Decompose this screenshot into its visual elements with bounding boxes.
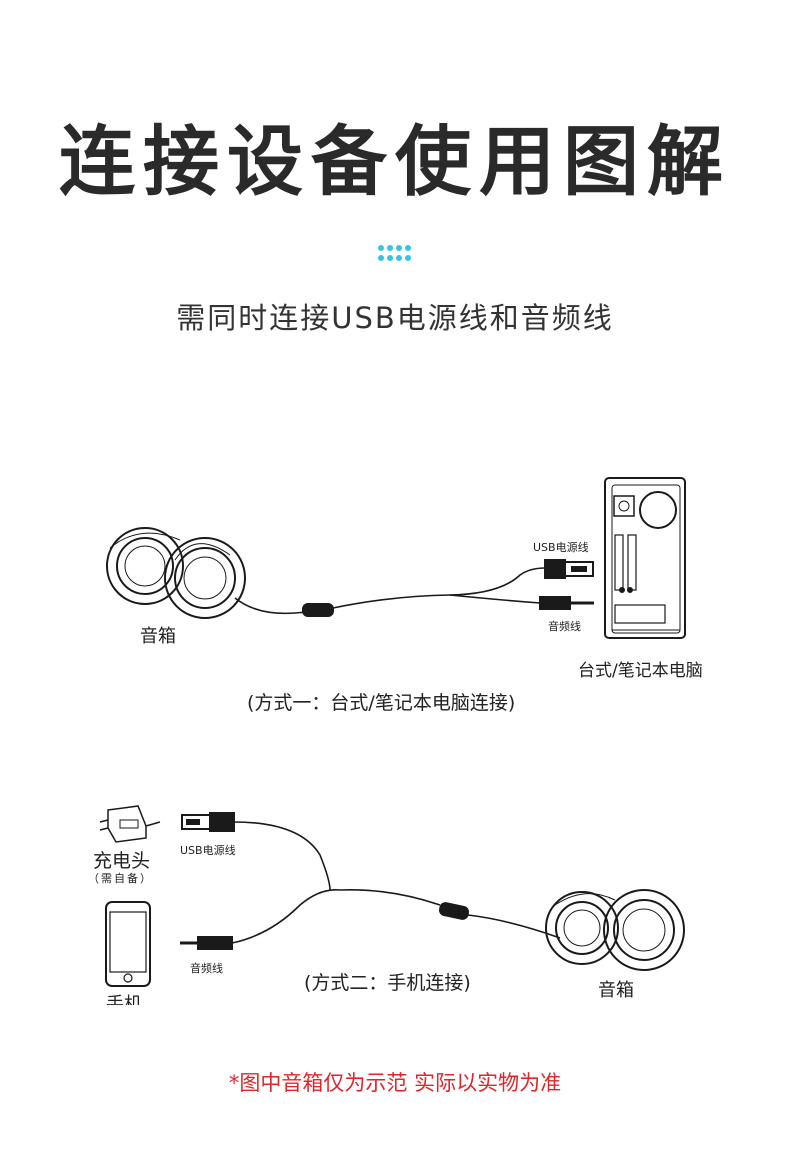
method2-caption: (方式二：手机连接) bbox=[304, 972, 471, 994]
audio-cable-label-1: 音频线 bbox=[548, 620, 581, 633]
method1-caption: (方式一：台式/笔记本电脑连接) bbox=[247, 692, 516, 714]
charger-icon bbox=[99, 805, 161, 843]
phone-icon bbox=[105, 901, 151, 987]
phone-label: 手机 bbox=[106, 994, 142, 1005]
charger-label: 充电头 bbox=[93, 850, 151, 872]
audio-plug-1 bbox=[539, 596, 571, 610]
speaker-label-1: 音箱 bbox=[140, 626, 176, 647]
charger-note: （需自备） bbox=[88, 872, 153, 885]
speaker-illustration-2 bbox=[545, 889, 685, 971]
speaker-illustration-1 bbox=[106, 527, 246, 619]
audio-cable-label-2: 音频线 bbox=[190, 962, 223, 975]
usb-cable-label-2: USB电源线 bbox=[180, 844, 236, 857]
disclaimer-note: *图中音箱仅为示范 实际以实物为准 bbox=[228, 1071, 562, 1095]
page-subtitle: 需同时连接USB电源线和音频线 bbox=[176, 301, 614, 335]
speaker-label-2: 音箱 bbox=[598, 980, 634, 1001]
inline-controller-2 bbox=[438, 902, 470, 920]
audio-plug-2 bbox=[197, 936, 233, 950]
decorative-dots bbox=[378, 245, 411, 261]
page-title: 连接设备使用图解 bbox=[59, 117, 731, 206]
computer-tower-icon bbox=[604, 477, 686, 639]
usb-plug-1 bbox=[544, 559, 566, 579]
usb-cable-label-1: USB电源线 bbox=[533, 541, 589, 554]
computer-label: 台式/笔记本电脑 bbox=[578, 661, 703, 681]
inline-controller-1 bbox=[302, 603, 334, 617]
